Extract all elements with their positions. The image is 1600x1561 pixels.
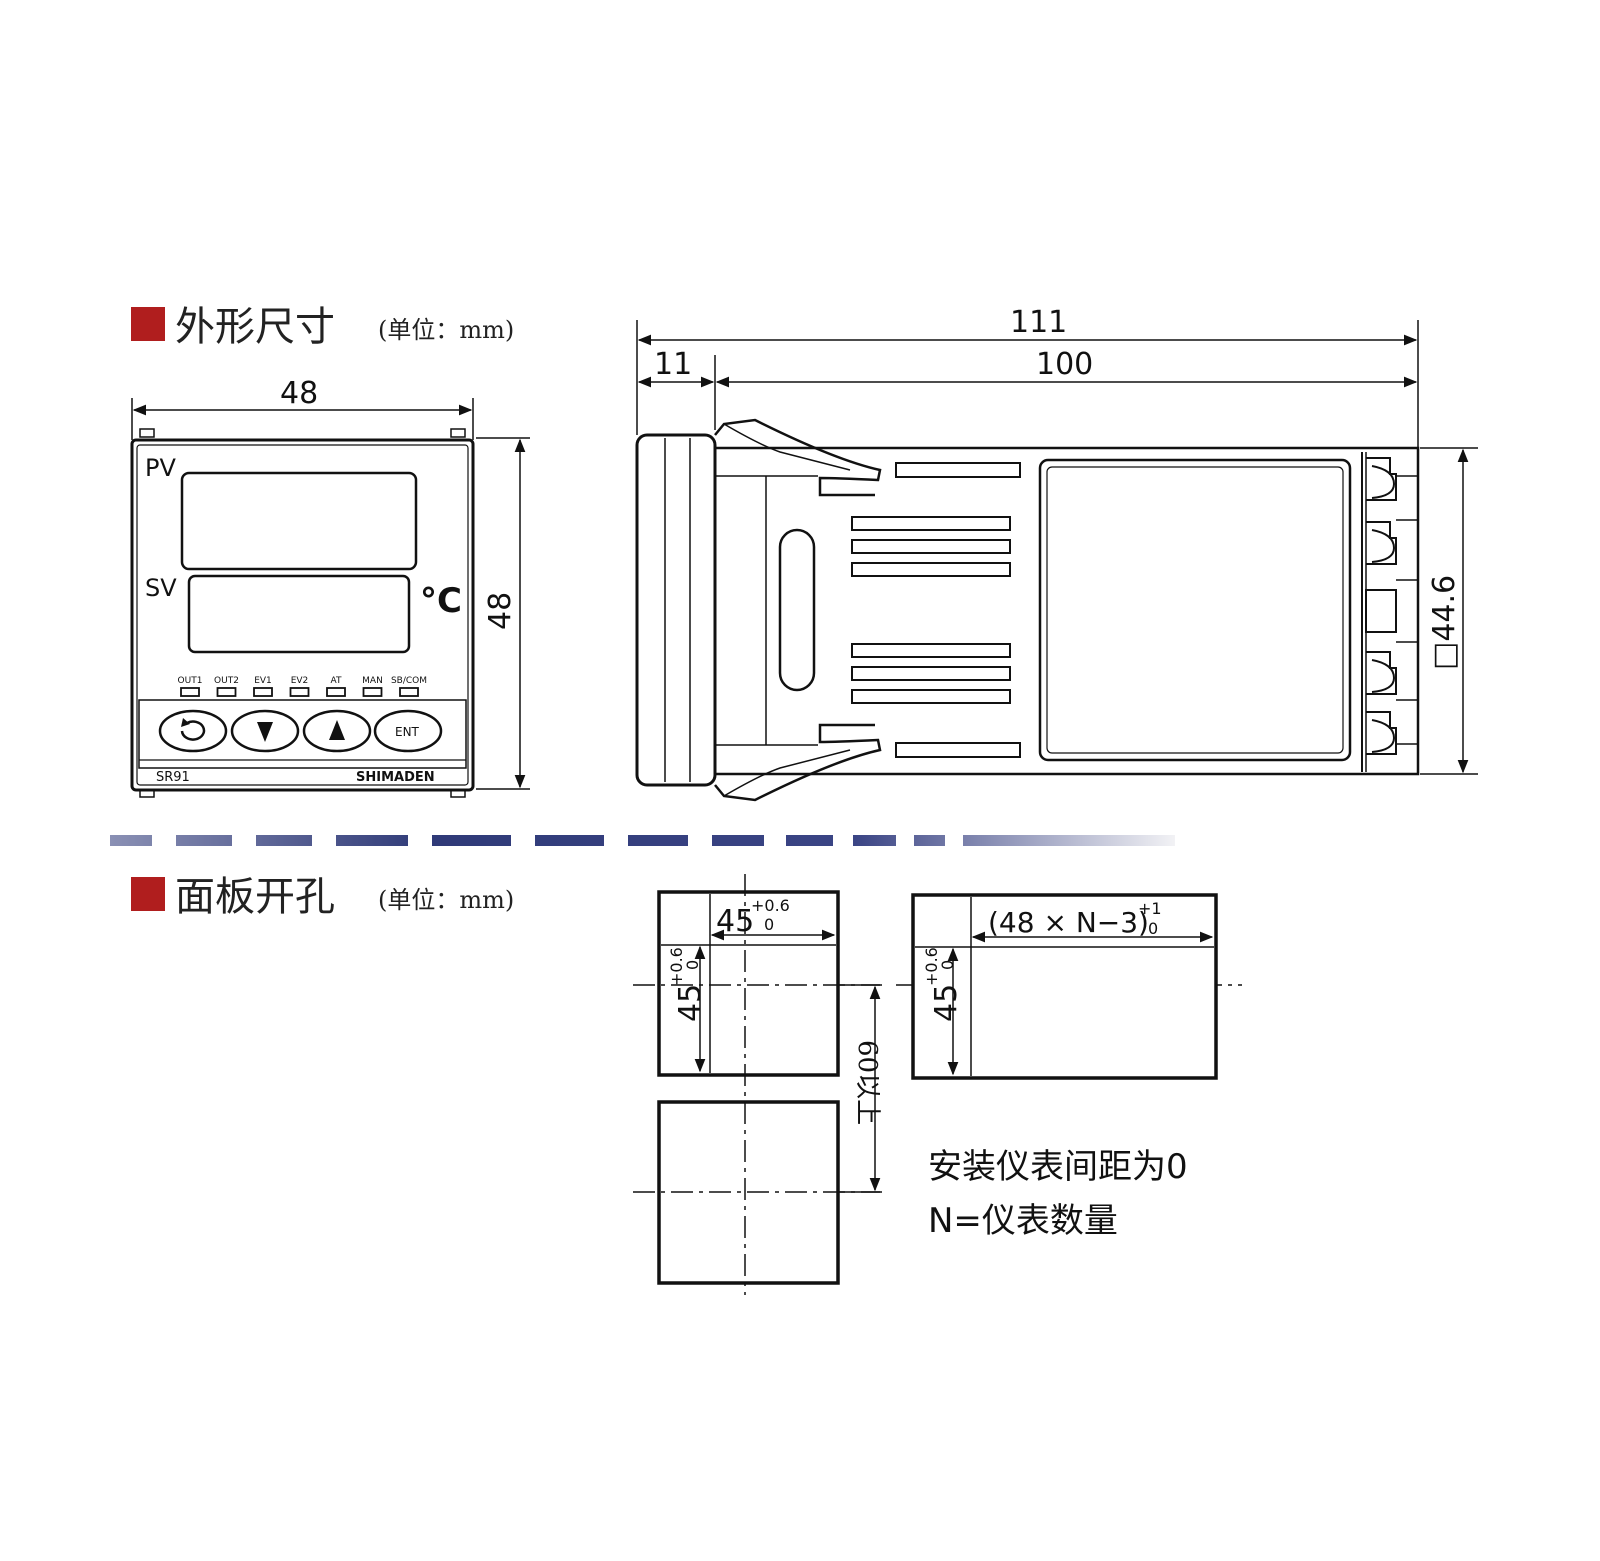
indicator-label: AT [331, 676, 342, 686]
section-marker-square [131, 877, 165, 911]
up-triangle-icon [329, 720, 345, 740]
indicator-lamp [253, 687, 273, 697]
cutout-multi-width: (48 × N−3) [988, 906, 1149, 939]
indicator-label: MAN [362, 676, 383, 686]
section-cutout-header: 面板开孔 (单位：mm) [131, 874, 514, 920]
pv-label: PV [145, 454, 176, 482]
indicator-label: EV2 [291, 676, 309, 686]
key-up-button[interactable] [302, 709, 372, 753]
ent-label: ENT [395, 725, 420, 739]
section-marker-square [131, 307, 165, 341]
cutout-single-width: 45 [716, 904, 754, 939]
indicator-row: OUT1 OUT2 EV1 EV2 AT MAN SB/COM [178, 676, 427, 697]
cutout-spacing: 60以上 [838, 984, 882, 1193]
section-cutout-unit: (单位：mm) [378, 886, 514, 914]
front-height-dim: 48 [483, 592, 518, 630]
section-cutout-title: 面板开孔 [175, 874, 335, 920]
indicator-lamp [180, 687, 200, 697]
key-down-button[interactable] [230, 709, 300, 753]
cutout-multi-height-tol: +0.6 [922, 947, 941, 986]
rotate-icon [180, 718, 206, 741]
note-spacing: 安装仪表间距为0 [928, 1147, 1188, 1187]
cutout-spacing-dim: 60以上 [852, 1040, 882, 1125]
front-view: 48 48 PV SV °C OUT1 OUT2 EV1 EV2 AT MAN SB/COM [130, 376, 530, 798]
section-outline-header: 外形尺寸 (单位：mm) [131, 304, 514, 350]
key-ent-button[interactable]: ENT [373, 709, 443, 753]
side-view: 111 11 100 □44.6 [635, 305, 1478, 802]
indicator-lamp [289, 687, 310, 697]
cutout-single-width-tol-plus: +0.6 [751, 896, 790, 915]
cutout-multi-width-tol-plus: +1 [1138, 899, 1162, 918]
cutout-multi-height: 45 [929, 984, 964, 1022]
sv-display [187, 574, 411, 654]
indicator-lamp [399, 687, 419, 697]
indicator-label: SB/COM [391, 676, 427, 686]
pv-display [180, 471, 418, 571]
sv-label: SV [145, 574, 177, 602]
indicator-lamp [216, 687, 237, 697]
celsius-symbol: °C [420, 581, 462, 621]
cutout-single-width-tol-zero: 0 [764, 915, 774, 934]
section-outline-unit: (单位：mm) [378, 316, 514, 344]
terminal-block [1361, 452, 1418, 772]
front-width-dim: 48 [280, 376, 318, 411]
note-count: N=仪表数量 [928, 1201, 1118, 1241]
side-body-height-dim: □44.6 [1427, 575, 1462, 670]
key-mode-button[interactable] [158, 709, 228, 753]
section-outline-title: 外形尺寸 [175, 304, 335, 350]
cutout-single-height-tol-zero: 0 [683, 960, 702, 970]
indicator-label: EV1 [254, 676, 272, 686]
indicator-lamp [326, 687, 346, 697]
cutout-multi-height-tol-zero: 0 [938, 960, 957, 970]
side-front-depth-dim: 11 [654, 347, 692, 382]
cutout-single-top: 45 +0.6 0 45 +0.6 0 [657, 890, 840, 1077]
brand-label: SHIMADEN [356, 770, 435, 785]
cutout-single-height-tol: +0.6 [667, 947, 686, 986]
down-triangle-icon [257, 722, 273, 742]
indicator-label: OUT1 [178, 676, 203, 686]
indicator-lamp [362, 687, 383, 697]
model-label: SR91 [156, 770, 190, 785]
cutout-multi: (48 × N−3) +1 0 45 +0.6 0 [911, 893, 1218, 1080]
cutout-multi-width-tol-zero: 0 [1148, 919, 1158, 938]
indicator-label: OUT2 [214, 676, 239, 686]
section-separator [110, 833, 1175, 848]
cutout-single-height: 45 [673, 984, 708, 1022]
side-total-length-dim: 111 [1010, 305, 1067, 340]
side-body-length-dim: 100 [1036, 347, 1093, 382]
